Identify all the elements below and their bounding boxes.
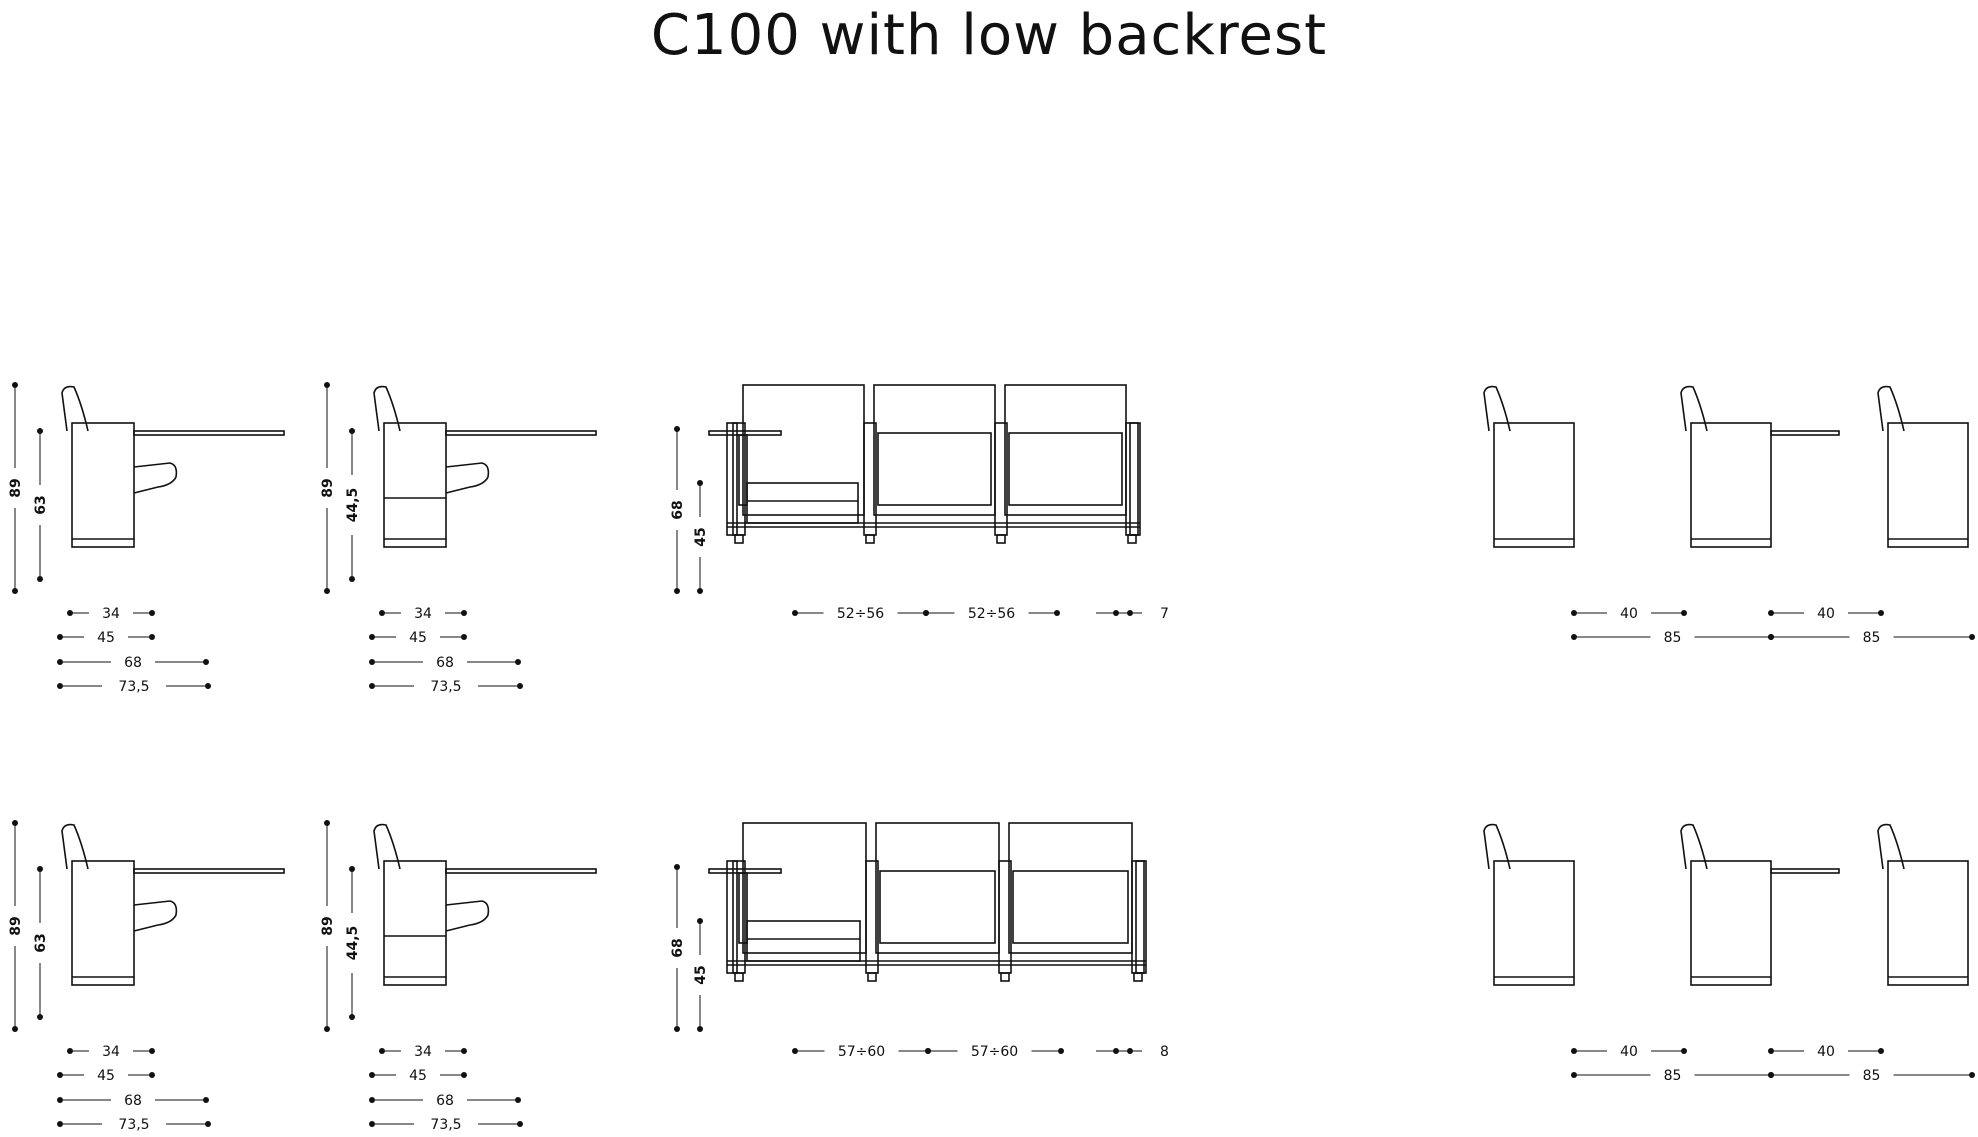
- row-1: 89 63 34 45 68 73,5 89 44,5 34 45 68 73,5 68 45 52÷56 5…: [8, 382, 1975, 695]
- width-dimension: 52÷56: [792, 606, 929, 622]
- width-dimension-label: 52÷56: [837, 606, 884, 622]
- width-dimension: 34: [67, 1044, 155, 1060]
- width-dimension-label: 34: [414, 1044, 432, 1060]
- height-dimension: 44,5: [345, 428, 361, 582]
- width-dimension: 45: [57, 630, 155, 646]
- height-dimension-label: 68: [670, 500, 686, 519]
- height-dimension: 89: [8, 382, 24, 594]
- width-dimension-label: 85: [1664, 630, 1682, 646]
- width-dimension-label: 8: [1160, 1044, 1169, 1060]
- width-dimension-label: 40: [1817, 1044, 1835, 1060]
- width-dimension: 73,5: [369, 1117, 523, 1133]
- height-dimension: 68: [670, 864, 686, 1032]
- width-dimension: 40: [1768, 606, 1884, 622]
- width-dimension-label: 57÷60: [838, 1044, 885, 1060]
- height-dimension: 63: [33, 428, 49, 582]
- height-dimension: 63: [33, 866, 49, 1020]
- side-view-tablet: 89 63 34 45 68 73,5: [8, 382, 285, 695]
- width-dimension-label: 40: [1620, 1044, 1638, 1060]
- height-dimension-label: 68: [670, 938, 686, 957]
- height-dimension: 89: [320, 382, 336, 594]
- height-dimension-label: 63: [33, 495, 49, 514]
- width-dimension: 7: [1096, 606, 1169, 622]
- height-dimension-label: 89: [8, 916, 24, 935]
- height-dimension-label: 89: [320, 478, 336, 497]
- width-dimension: 68: [369, 1093, 521, 1109]
- height-dimension: 68: [670, 426, 686, 594]
- width-dimension: 45: [369, 630, 467, 646]
- height-dimension: 89: [320, 820, 336, 1032]
- drawing-title: C100 with low backrest: [650, 3, 1328, 68]
- width-dimension: 73,5: [57, 1117, 211, 1133]
- rear-row-views: 40 40 85 85: [1483, 823, 1975, 1084]
- width-dimension-label: 40: [1620, 606, 1638, 622]
- height-dimension-label: 89: [320, 916, 336, 935]
- width-dimension-label: 85: [1664, 1068, 1682, 1084]
- width-dimension: 8: [1096, 1044, 1169, 1060]
- front-view-beam: 68 45 52÷56 52÷56 7: [670, 384, 1169, 622]
- width-dimension: 85: [1571, 1068, 1774, 1084]
- width-dimension: 40: [1571, 606, 1687, 622]
- width-dimension-label: 73,5: [430, 1117, 461, 1133]
- front-view-beam: 68 45 57÷60 57÷60 8: [670, 822, 1169, 1060]
- width-dimension: 73,5: [369, 679, 523, 695]
- width-dimension: 85: [1768, 630, 1975, 646]
- side-view-tablet-cushion: 89 44,5 34 45 68 73,5: [320, 382, 597, 695]
- width-dimension: 85: [1571, 630, 1774, 646]
- width-dimension: 68: [369, 655, 521, 671]
- row-2: 89 63 34 45 68 73,5 89 44,5 34 45 68 73,5 68 45 57÷60 5…: [8, 820, 1975, 1133]
- width-dimension-label: 73,5: [118, 679, 149, 695]
- height-dimension: 44,5: [345, 866, 361, 1020]
- width-dimension-label: 68: [436, 1093, 454, 1109]
- height-dimension: 45: [693, 918, 709, 1032]
- height-dimension-label: 45: [693, 965, 709, 984]
- width-dimension-label: 68: [124, 1093, 142, 1109]
- height-dimension-label: 45: [693, 527, 709, 546]
- width-dimension-label: 34: [102, 606, 120, 622]
- width-dimension: 57÷60: [792, 1044, 931, 1060]
- width-dimension-label: 68: [124, 655, 142, 671]
- width-dimension-label: 34: [102, 1044, 120, 1060]
- height-dimension-label: 89: [8, 478, 24, 497]
- width-dimension-label: 45: [97, 1068, 115, 1084]
- width-dimension: 68: [57, 1093, 209, 1109]
- width-dimension: 52÷56: [923, 606, 1060, 622]
- height-dimension-label: 44,5: [345, 488, 361, 523]
- width-dimension: 68: [57, 655, 209, 671]
- width-dimension-label: 85: [1863, 630, 1881, 646]
- width-dimension-label: 73,5: [118, 1117, 149, 1133]
- width-dimension: 34: [67, 606, 155, 622]
- width-dimension: 40: [1768, 1044, 1884, 1060]
- width-dimension: 40: [1571, 1044, 1687, 1060]
- height-dimension: 89: [8, 820, 24, 1032]
- width-dimension-label: 68: [436, 655, 454, 671]
- width-dimension: 45: [57, 1068, 155, 1084]
- width-dimension-label: 34: [414, 606, 432, 622]
- width-dimension-label: 57÷60: [971, 1044, 1018, 1060]
- height-dimension-label: 63: [33, 933, 49, 952]
- side-view-tablet-cushion: 89 44,5 34 45 68 73,5: [320, 820, 597, 1133]
- width-dimension-label: 85: [1863, 1068, 1881, 1084]
- width-dimension-label: 73,5: [430, 679, 461, 695]
- width-dimension: 57÷60: [925, 1044, 1064, 1060]
- height-dimension-label: 44,5: [345, 926, 361, 961]
- width-dimension: 85: [1768, 1068, 1975, 1084]
- width-dimension: 34: [379, 606, 467, 622]
- side-view-tablet: 89 63 34 45 68 73,5: [8, 820, 285, 1133]
- height-dimension: 45: [693, 480, 709, 594]
- width-dimension-label: 52÷56: [968, 606, 1015, 622]
- width-dimension-label: 7: [1160, 606, 1169, 622]
- rear-row-views: 40 40 85 85: [1483, 385, 1975, 646]
- width-dimension-label: 45: [409, 630, 427, 646]
- width-dimension-label: 45: [97, 630, 115, 646]
- width-dimension: 34: [379, 1044, 467, 1060]
- width-dimension-label: 40: [1817, 606, 1835, 622]
- width-dimension: 45: [369, 1068, 467, 1084]
- width-dimension: 73,5: [57, 679, 211, 695]
- width-dimension-label: 45: [409, 1068, 427, 1084]
